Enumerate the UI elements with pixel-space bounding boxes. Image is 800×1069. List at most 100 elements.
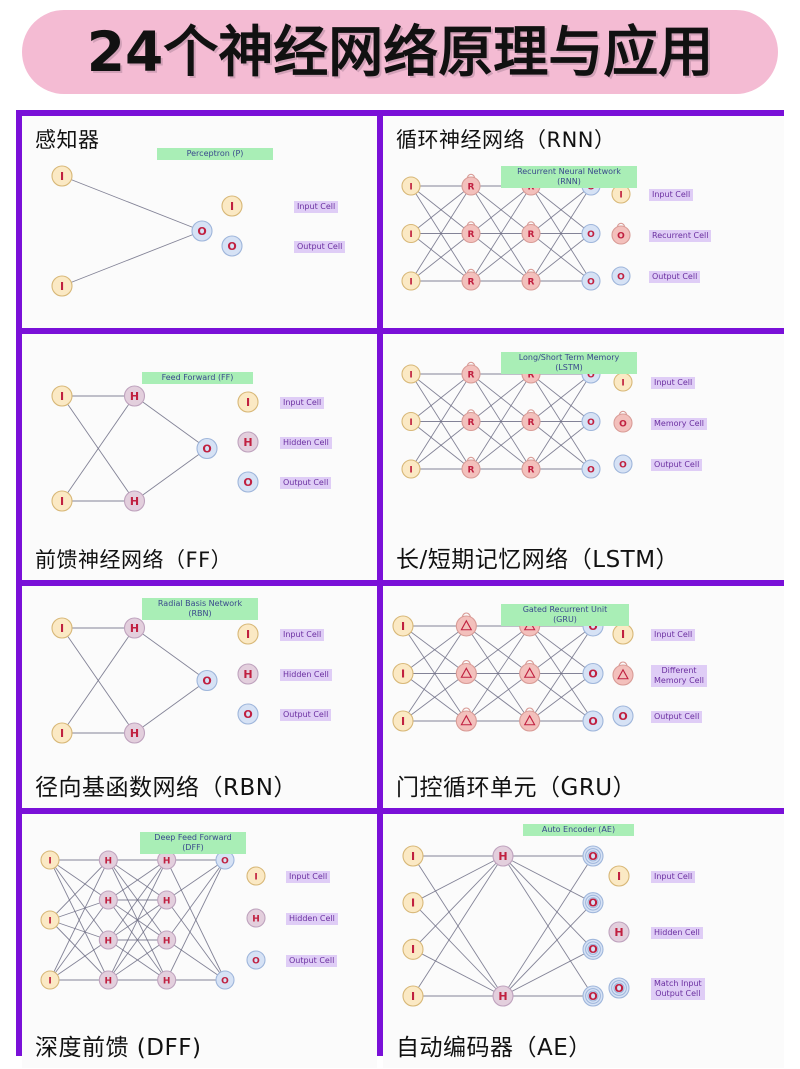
svg-text:H: H (130, 622, 139, 635)
legend-item-perceptron-1: Output Cell (294, 241, 346, 253)
card-title-gru: 门控循环单元（GRU） (396, 775, 637, 801)
svg-text:R: R (468, 182, 475, 192)
svg-text:O: O (587, 418, 595, 428)
svg-text:I: I (621, 378, 624, 388)
svg-text:I: I (409, 277, 412, 287)
svg-text:O: O (221, 976, 229, 986)
legend-item-perceptron-0: Input Cell (294, 201, 339, 213)
svg-text:O: O (588, 990, 597, 1003)
svg-text:O: O (588, 667, 597, 680)
legend-item-lstm-0: Input Cell (651, 377, 696, 389)
svg-text:I: I (401, 620, 405, 633)
svg-text:R: R (528, 418, 535, 428)
svg-text:I: I (230, 200, 234, 213)
legend-item-rbn-0: Input Cell (280, 629, 325, 641)
caption-dff: Deep Feed Forward (DFF) (140, 832, 246, 854)
svg-text:O: O (202, 442, 211, 455)
svg-text:I: I (60, 170, 64, 183)
legend-item-dff-1: Hidden Cell (286, 913, 338, 925)
svg-text:H: H (163, 856, 171, 866)
svg-text:O: O (587, 370, 595, 380)
svg-text:O: O (227, 240, 236, 253)
legend-item-rnn-1: Recurrent Cell (649, 230, 712, 242)
legend-item-lstm-1: Memory Cell (651, 418, 708, 430)
svg-text:I: I (246, 396, 250, 409)
legend-item-gru-2: Output Cell (651, 711, 703, 723)
svg-text:H: H (105, 896, 113, 906)
legend-item-gru-0: Input Cell (651, 629, 696, 641)
svg-text:H: H (163, 896, 171, 906)
svg-text:I: I (409, 370, 412, 380)
banner-pill: 24个神经网络原理与应用 (22, 10, 778, 94)
svg-text:O: O (588, 943, 597, 956)
svg-text:I: I (401, 715, 405, 728)
svg-text:R: R (468, 370, 475, 380)
svg-text:R: R (528, 230, 535, 240)
svg-text:R: R (468, 465, 475, 475)
svg-text:I: I (246, 628, 250, 641)
card-title-ae: 自动编码器（AE） (396, 1035, 592, 1061)
svg-text:O: O (221, 856, 229, 866)
svg-text:I: I (48, 976, 51, 986)
svg-text:H: H (252, 914, 260, 924)
card-title-rbn: 径向基函数网络（RBN） (35, 775, 297, 801)
svg-text:H: H (105, 856, 113, 866)
svg-text:O: O (588, 896, 597, 909)
svg-text:O: O (618, 710, 627, 723)
svg-text:I: I (411, 850, 415, 863)
caption-rbn: Radial Basis Network (RBN) (142, 598, 258, 620)
legend-item-dff-0: Input Cell (286, 871, 331, 883)
svg-text:I: I (401, 667, 405, 680)
legend-item-ff-0: Input Cell (280, 397, 325, 409)
svg-text:R: R (468, 230, 475, 240)
svg-text:H: H (130, 495, 139, 508)
svg-text:O: O (252, 956, 260, 966)
svg-text:I: I (617, 870, 621, 883)
caption-gru: Gated Recurrent Unit (GRU) (501, 604, 629, 626)
legend-item-gru-1: Different Memory Cell (651, 665, 708, 687)
svg-text:H: H (105, 976, 113, 986)
caption-ff: Feed Forward (FF) (142, 372, 253, 384)
svg-text:O: O (587, 277, 595, 287)
svg-text:I: I (409, 465, 412, 475)
svg-text:O: O (614, 982, 623, 995)
svg-text:O: O (619, 460, 627, 470)
svg-text:I: I (409, 182, 412, 192)
svg-text:I: I (409, 418, 412, 428)
legend-item-rbn-2: Output Cell (280, 709, 332, 721)
svg-text:O: O (617, 231, 625, 241)
svg-text:I: I (60, 280, 64, 293)
network-card-rnn: IIIRRRRRROOOIOORecurrent Neural Network … (383, 116, 784, 328)
legend-item-lstm-2: Output Cell (651, 459, 703, 471)
svg-text:O: O (588, 850, 597, 863)
svg-text:O: O (588, 620, 597, 633)
title-banner: 24个神经网络原理与应用 (0, 6, 800, 98)
legend-item-rbn-1: Hidden Cell (280, 669, 332, 681)
legend-item-ae-2: Match Input Output Cell (651, 978, 705, 1000)
svg-text:H: H (243, 668, 252, 681)
caption-ae: Auto Encoder (AE) (523, 824, 634, 836)
legend-item-ae-1: Hidden Cell (651, 927, 703, 939)
svg-text:H: H (163, 976, 171, 986)
caption-rnn: Recurrent Neural Network (RNN) (501, 166, 637, 188)
svg-text:H: H (105, 936, 113, 946)
svg-text:O: O (243, 476, 252, 489)
legend-item-rnn-0: Input Cell (649, 189, 694, 201)
svg-text:H: H (130, 390, 139, 403)
svg-text:I: I (619, 190, 622, 200)
svg-text:R: R (528, 277, 535, 287)
svg-text:I: I (254, 872, 257, 882)
caption-lstm: Long/Short Term Memory (LSTM) (501, 352, 637, 374)
card-title-ff: 前馈神经网络（FF） (35, 548, 233, 572)
legend-item-dff-2: Output Cell (286, 955, 338, 967)
